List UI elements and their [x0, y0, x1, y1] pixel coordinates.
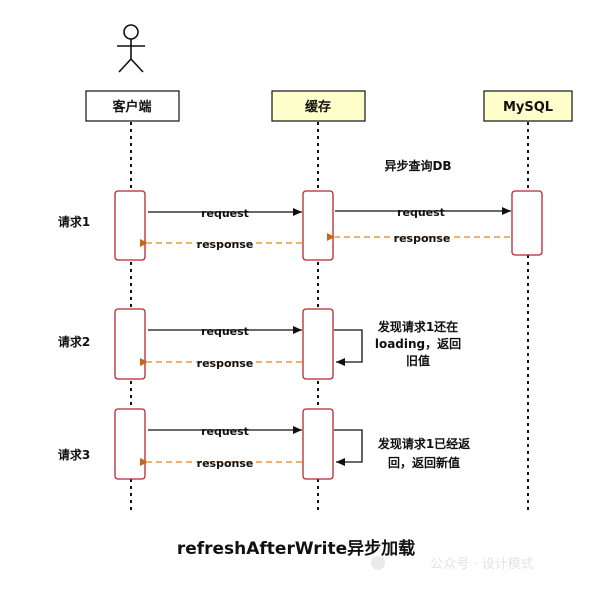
- activation-db-1: [511, 190, 543, 256]
- activation-cache-1: [302, 190, 334, 261]
- self-loop-3: [334, 429, 363, 466]
- request-2-text: request: [201, 325, 249, 338]
- activation-client-1: [114, 190, 146, 261]
- req2-note-line3: 旧值: [406, 353, 430, 368]
- watermark: 公众号 · 设计模式: [371, 556, 534, 572]
- response-3-text: response: [197, 457, 254, 470]
- activation-cache-2: [302, 308, 334, 380]
- db-response-text: response: [394, 232, 451, 245]
- participant-cache-label: 缓存: [305, 99, 331, 115]
- req3-note-line2: 回，返回新值: [388, 455, 460, 470]
- activation-client-2: [114, 308, 146, 380]
- diagram-caption: refreshAfterWrite异步加载: [177, 538, 415, 559]
- req2-note-line1: 发现请求1还在: [377, 319, 458, 334]
- response-2-text: response: [197, 357, 254, 370]
- request-3-text: request: [201, 425, 249, 438]
- participant-client-label: 客户端: [112, 99, 151, 115]
- watermark-text: 公众号 · 设计模式: [430, 557, 533, 572]
- db-request-text: request: [397, 206, 445, 219]
- participant-cache: 缓存: [271, 90, 366, 122]
- participant-client: 客户端: [85, 90, 180, 122]
- request-1-label: 请求1: [58, 214, 90, 229]
- request-group-3: 请求3 request response 发现请求1已经返 回，返回新值: [58, 408, 470, 480]
- request-2-label: 请求2: [58, 334, 90, 349]
- self-loop-2: [334, 329, 363, 366]
- request-group-1: 请求1 request response request response: [58, 190, 543, 261]
- participant-db-label: MySQL: [503, 100, 553, 115]
- participant-db: MySQL: [483, 90, 573, 122]
- response-1-text: response: [197, 238, 254, 251]
- async-query-label: 异步查询DB: [384, 158, 451, 173]
- watermark-icon: [371, 556, 385, 570]
- request-3-label: 请求3: [58, 447, 90, 462]
- req2-note-line2: loading，返回: [375, 336, 461, 351]
- activation-client-3: [114, 408, 146, 480]
- request-group-2: 请求2 request response 发现请求1还在 loading，返回 …: [58, 308, 461, 380]
- actor-icon: [117, 24, 145, 73]
- request-1-text: request: [201, 207, 249, 220]
- req3-note-line1: 发现请求1已经返: [377, 436, 470, 451]
- activation-cache-3: [302, 408, 334, 480]
